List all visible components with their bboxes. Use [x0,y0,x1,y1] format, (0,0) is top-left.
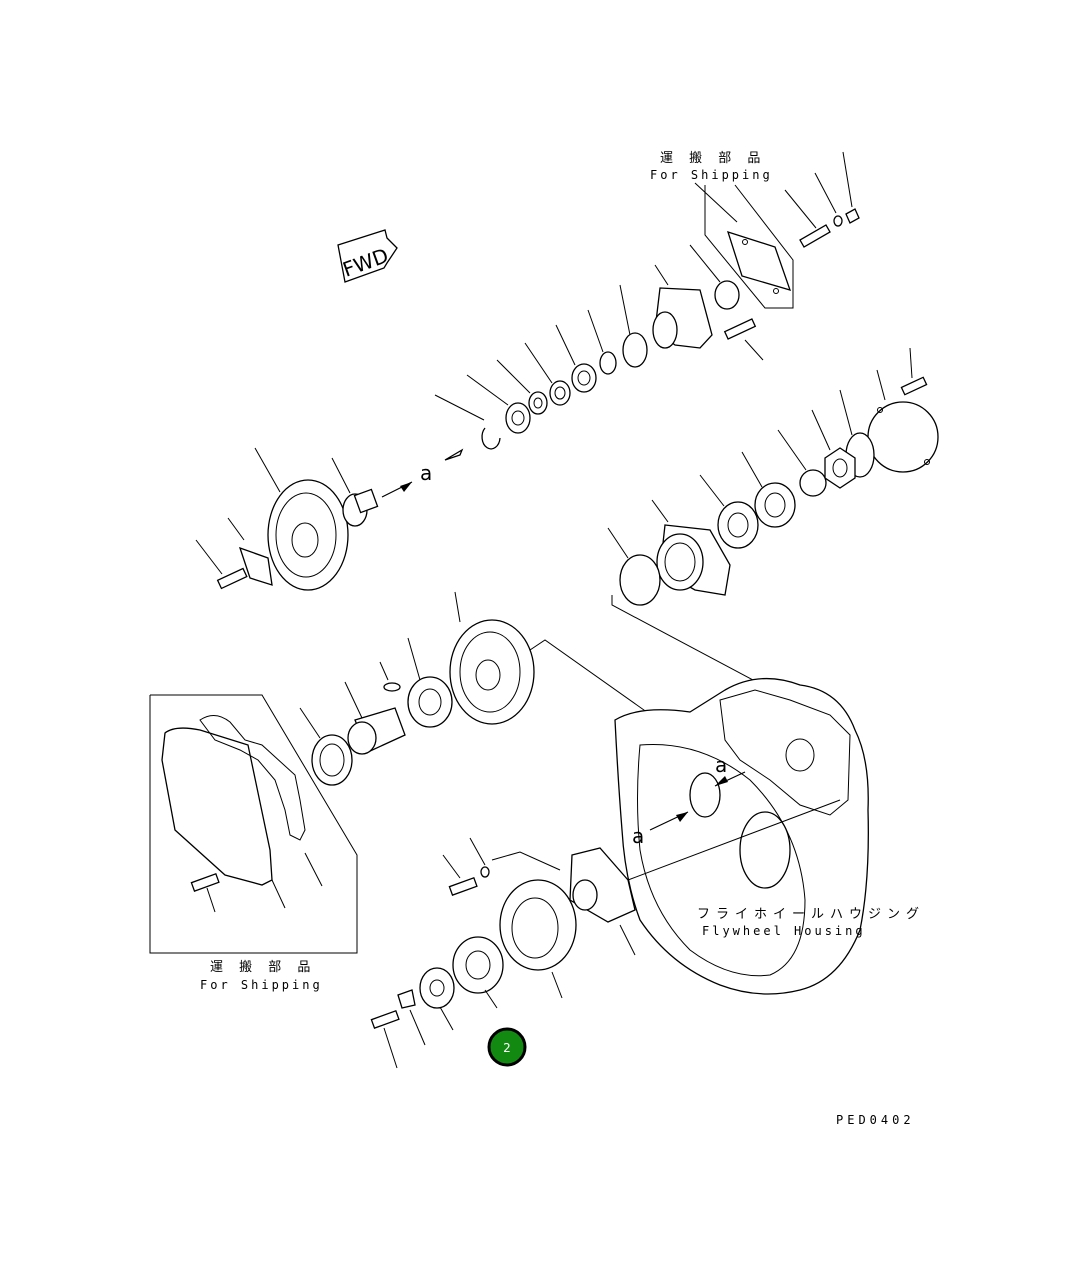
shipping-callout-top: 運 搬 部 品 For Shipping [650,151,794,309]
ref-a-housing-lower-label: a [632,824,644,848]
part-callout-marker[interactable]: 2 [487,1027,527,1067]
flywheel-housing-jp-label: フライホイールハウジング [697,907,925,922]
ref-a-housing: a a [632,753,746,848]
ref-a-upper-label: a [420,461,432,485]
shipping-left-en-label: For Shipping [200,978,323,992]
part-callout-marker-circle[interactable] [487,1027,527,1067]
shipping-cover-plate-top [694,182,792,294]
bolt-set-upper-right [784,151,860,248]
fwd-arrow: FWD [337,229,398,283]
drawing-code: PED0402 [836,1113,915,1127]
flywheel-housing: フライホイールハウジング Flywheel Housing [614,677,925,995]
ref-a-housing-upper-label: a [715,753,727,777]
flywheel-housing-en-label: Flywheel Housing [702,924,866,938]
shipping-callout-left: 運 搬 部 品 For Shipping [149,694,358,992]
upper-shaft-parts [434,244,764,461]
middle-gear-row [299,591,741,786]
shipping-top-jp-label: 運 搬 部 品 [660,151,766,166]
shipping-top-en-label: For Shipping [650,168,773,182]
upper-right-parts [607,347,939,706]
part-callout-marker-number: 2 [503,1041,511,1055]
shipping-left-jp-label: 運 搬 部 品 [210,960,316,975]
idler-gear-upper [195,447,379,591]
lower-gear-row [370,799,841,1069]
ref-a-upper: a [381,461,432,498]
